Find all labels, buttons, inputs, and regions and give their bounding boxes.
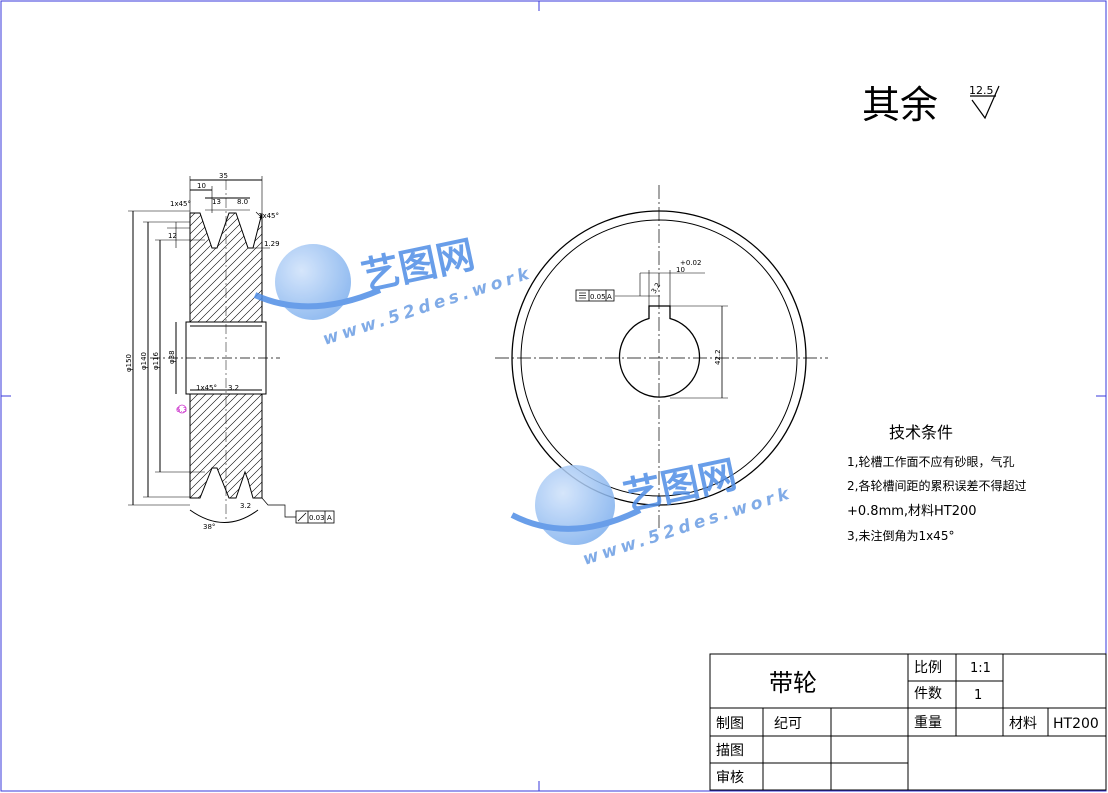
watermark-globe-icon-2 [535, 465, 615, 545]
dia-bore-label: φ38 [168, 350, 176, 364]
runout-tol-label: 0.03 [309, 514, 325, 522]
chamfer-left-label: 1x45° [170, 200, 191, 208]
weight-label: 重量 [914, 715, 942, 731]
watermark-globe-icon [275, 244, 351, 320]
dia-root-label: φ116 [152, 351, 160, 370]
key-height-label: 42.2 [714, 349, 722, 365]
dia-pitch-label: φ140 [140, 352, 148, 370]
dim-width-total: 35 [219, 172, 228, 180]
dim-8: 8.0 [237, 198, 248, 206]
tech-line-3: +0.8mm,材料HT200 [847, 504, 977, 519]
side-view [128, 176, 335, 524]
chamfer-right-label: 1x45° [258, 212, 279, 220]
dim-10: 10 [197, 182, 206, 190]
surface-note-label: 其余 [862, 83, 938, 127]
key-width-label: 10 [676, 266, 685, 274]
watermark-2: 艺图网 www.52des.work [510, 452, 795, 570]
dia-outer-label: φ150 [125, 354, 133, 372]
surface-finish-note: 其余 12.5 [862, 83, 1000, 127]
tech-title: 技术条件 [889, 423, 953, 442]
symmetry-datum-label: A [607, 293, 612, 301]
bore-keyway [618, 305, 701, 398]
tech-line-4: 3,未注倒角为1x45° [847, 528, 954, 543]
review-label: 审核 [716, 770, 744, 786]
groove-roughness-label: 3.2 [240, 502, 251, 510]
chamfer-bore-label: 1x45° [196, 384, 217, 392]
qty-label: 件数 [914, 686, 942, 702]
symmetry-tol-label: 0.05 [590, 293, 606, 301]
tech-line-1: 1,轮槽工作面不应有砂眼，气孔 [847, 454, 1014, 469]
front-view-labels: +0.02 10 0.05 A 42.2 3.2 [590, 259, 722, 365]
front-view [495, 185, 828, 528]
part-name: 带轮 [769, 669, 817, 697]
material-label: 材料 [1009, 716, 1037, 732]
left-roughness-marker-icon [177, 404, 187, 414]
key-tol-label: +0.02 [680, 259, 701, 267]
tech-notes: 技术条件 1,轮槽工作面不应有砂眼，气孔 2,各轮槽间距的累积误差不得超过 +0… [847, 423, 1026, 543]
scale-label: 比例 [914, 660, 942, 676]
key-roughness-label: 3.2 [650, 281, 662, 295]
roughness-symbol-icon [970, 85, 1000, 120]
bore-roughness-label: 3.2 [228, 384, 239, 392]
material-value: HT200 [1053, 716, 1099, 732]
tech-line-2: 2,各轮槽间距的累积误差不得超过 [847, 478, 1026, 493]
scale-value: 1:1 [970, 661, 991, 676]
left-roughness-label: 6.3 [176, 406, 187, 414]
surface-note-value: 12.5 [969, 84, 994, 97]
dim-1-29: 1.29 [264, 240, 280, 248]
title-block [709, 653, 1107, 791]
runout-datum-label: A [327, 514, 332, 522]
drawn-label: 制图 [716, 716, 744, 732]
side-view-labels: 35 10 13 8.0 1x45° 1x45° 12 1.29 φ150 φ1… [125, 172, 332, 531]
illus-label: 描图 [716, 743, 744, 759]
groove-angle-label: 38° [203, 523, 215, 531]
dim-13: 13 [212, 198, 221, 206]
dim-12: 12 [168, 232, 177, 240]
title-block-text: 带轮 比例 1:1 件数 1 重量 材料 HT200 制图 纪可 描图 审核 [716, 660, 1099, 786]
watermark-1: 艺图网 www.52des.work [253, 232, 535, 350]
qty-value: 1 [974, 688, 982, 703]
drawn-by: 纪可 [774, 716, 802, 732]
